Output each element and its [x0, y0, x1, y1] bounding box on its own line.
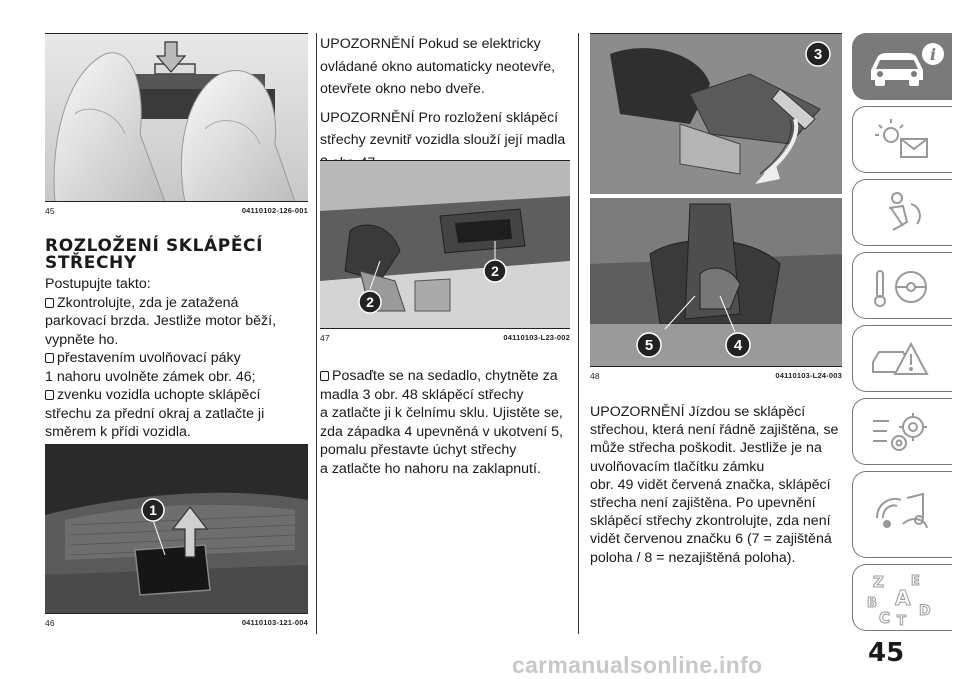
figure-number: 47	[320, 333, 330, 343]
warning-line-1: UPOZORNĚNÍ Jízdou se sklápěcí	[590, 404, 806, 420]
tab-starting-driving[interactable]	[852, 252, 952, 319]
warning-line-7: sklápěcí střechy zkontrolujte, zda není	[590, 513, 831, 530]
figure-code: 04110102-126-001	[241, 206, 308, 215]
step-checkbox-icon	[45, 297, 54, 308]
badge-5: 5	[645, 337, 653, 354]
warning-line-5: obr. 49 vidět červená značka, sklápěcí	[590, 476, 831, 493]
figure-number: 46	[45, 618, 55, 628]
step-2-line-2: 1 nahoru uvolněte zámek obr. 46;	[45, 368, 256, 385]
svg-text:T: T	[897, 614, 906, 627]
svg-text:E: E	[911, 574, 920, 589]
step-line-4: zda západka 4 upevněná v ukotvení 5,	[320, 423, 563, 440]
badge-2-left: 2	[366, 294, 374, 310]
warning-line-6: střecha není zajištěna. Po upevnění	[590, 495, 816, 512]
warning-1-line-1: UPOZORNĚNÍ Pokud se elektricky	[320, 36, 541, 52]
svg-text:C: C	[879, 609, 890, 627]
figure-45-rule	[45, 201, 308, 202]
page-number: 45	[868, 638, 905, 668]
info-glyph: i	[930, 45, 936, 64]
step-1-line-3: vypněte ho.	[45, 331, 119, 348]
heading-line-2: STŘECHY	[45, 253, 137, 273]
figure-code: 04110103-L24-003	[775, 371, 842, 380]
car-info-icon: i	[871, 43, 944, 86]
warning-line-2: střechou, která není řádně zajištěna, se	[590, 422, 839, 439]
watermark: carmanualsonline.info	[512, 652, 763, 678]
step-3-line-1: zvenku vozidla uchopte sklápěcí	[45, 386, 310, 405]
step-2-line-1: přestavením uvolňovací páky	[45, 349, 310, 368]
right-warning-text: UPOZORNĚNÍ Jízdou se sklápěcí střechou, …	[590, 403, 848, 567]
dashboard-lights-icon	[875, 119, 928, 158]
heading-line-1: ROZLOŽENÍ SKLÁPĚCÍ	[45, 236, 264, 256]
figure-46-caption: 46 04110103-121-004	[45, 618, 308, 628]
step-line-6: a zatlačte ho nahoru na zaklapnutí.	[320, 460, 541, 477]
step-line-5: pomalu přestavte úchyt střechy	[320, 442, 517, 458]
figure-code: 04110103-121-004	[241, 618, 308, 627]
warning-line-8: vidět červenou značku 6 (7 = zajištěná	[590, 531, 832, 548]
figure-code: 04110103-L23-002	[503, 333, 570, 342]
badge-1: 1	[149, 502, 157, 518]
warning-line-4: uvolňovacím tlačítku zámku	[590, 458, 765, 475]
warning-2-line-2: střechy zevnitř vozidla slouží její madl…	[320, 132, 566, 149]
figure-45-photo	[45, 33, 308, 202]
figure-48-caption: 48 04110103-L24-003	[590, 371, 842, 381]
warning-1-line-2: ovládané okno automaticky neotevře,	[320, 58, 556, 75]
tab-multimedia[interactable]	[852, 471, 952, 558]
step-checkbox-icon	[45, 353, 54, 363]
badge-4: 4	[734, 337, 743, 354]
svg-text:D: D	[919, 603, 931, 619]
step-checkbox-icon	[45, 390, 54, 400]
intro-text: Postupujte takto:	[45, 276, 151, 292]
warning-line-3: může střecha poškodit. Jestliže je na	[590, 440, 822, 457]
step-line-1: Posaďte se na sedadlo, chytněte za	[320, 367, 576, 386]
figure-46-rule	[45, 613, 308, 614]
figure-46-photo: 1	[45, 444, 308, 614]
step-3-line-2: střechu za přední okraj a zatlačte ji	[45, 405, 265, 422]
key-steering-icon	[874, 270, 927, 307]
warning-1-line-3: otevřete okno nebo dveře.	[320, 81, 485, 98]
svg-text:A: A	[895, 586, 911, 610]
step-1-line-1: Zkontrolujte, zda je zatažená	[45, 294, 310, 313]
step-line-3: a zatlačte ji k čelnímu sklu. Ujistěte s…	[320, 405, 563, 421]
figure-47-caption: 47 04110103-L23-002	[320, 333, 570, 343]
step-1-line-2: parkovací brzda. Jestliže motor běží,	[45, 313, 277, 329]
figure-45-caption: 45 04110102-126-001	[45, 206, 308, 216]
tab-maintenance[interactable]	[852, 398, 952, 465]
tab-safety[interactable]	[852, 179, 952, 246]
safety-airbag-icon	[888, 192, 921, 231]
warning-line-9: poloha / 8 = nezajištěná poloha).	[590, 549, 796, 566]
badge-3: 3	[814, 46, 822, 63]
multimedia-icon	[876, 492, 928, 529]
warning-2-line-1: UPOZORNĚNÍ Pro rozložení sklápěcí	[320, 109, 559, 126]
tab-dashboard-lights[interactable]	[852, 106, 952, 173]
tab-index[interactable]: Z E B A C T D	[852, 564, 952, 631]
figure-number: 45	[45, 206, 55, 216]
figure-48-rule	[590, 366, 842, 367]
alphabetical-index-icon: Z E B A C T D	[867, 573, 932, 628]
svg-text:B: B	[867, 596, 877, 611]
middle-warnings: UPOZORNĚNÍ Pokud se elektricky ovládané …	[320, 33, 576, 175]
step-line-2: madla 3 obr. 48 sklápěcí střechy	[320, 386, 524, 403]
middle-step-text: Posaďte se na sedadlo, chytněte za madla…	[320, 367, 576, 478]
figure-48-photo: 3 5 4	[590, 33, 842, 367]
badge-2-right: 2	[491, 263, 499, 279]
maintenance-gears-icon	[873, 413, 927, 451]
step-3-line-3: směrem k přídi vozidla.	[45, 424, 191, 440]
column-divider	[578, 33, 579, 634]
svg-text:Z: Z	[873, 573, 884, 591]
figure-number: 48	[590, 371, 600, 381]
step-checkbox-icon	[320, 371, 329, 381]
emergency-warning-icon	[872, 341, 929, 375]
tab-emergency[interactable]	[852, 325, 952, 392]
tab-car-info[interactable]: i	[852, 33, 952, 100]
figure-47-rule	[320, 328, 570, 329]
left-column-text: Postupujte takto: Zkontrolujte, zda je z…	[45, 275, 310, 442]
figure-47-photo: 2 2	[320, 160, 570, 329]
section-heading: ROZLOŽENÍ SKLÁPĚCÍ STŘECHY	[45, 238, 263, 272]
column-divider	[316, 33, 317, 634]
